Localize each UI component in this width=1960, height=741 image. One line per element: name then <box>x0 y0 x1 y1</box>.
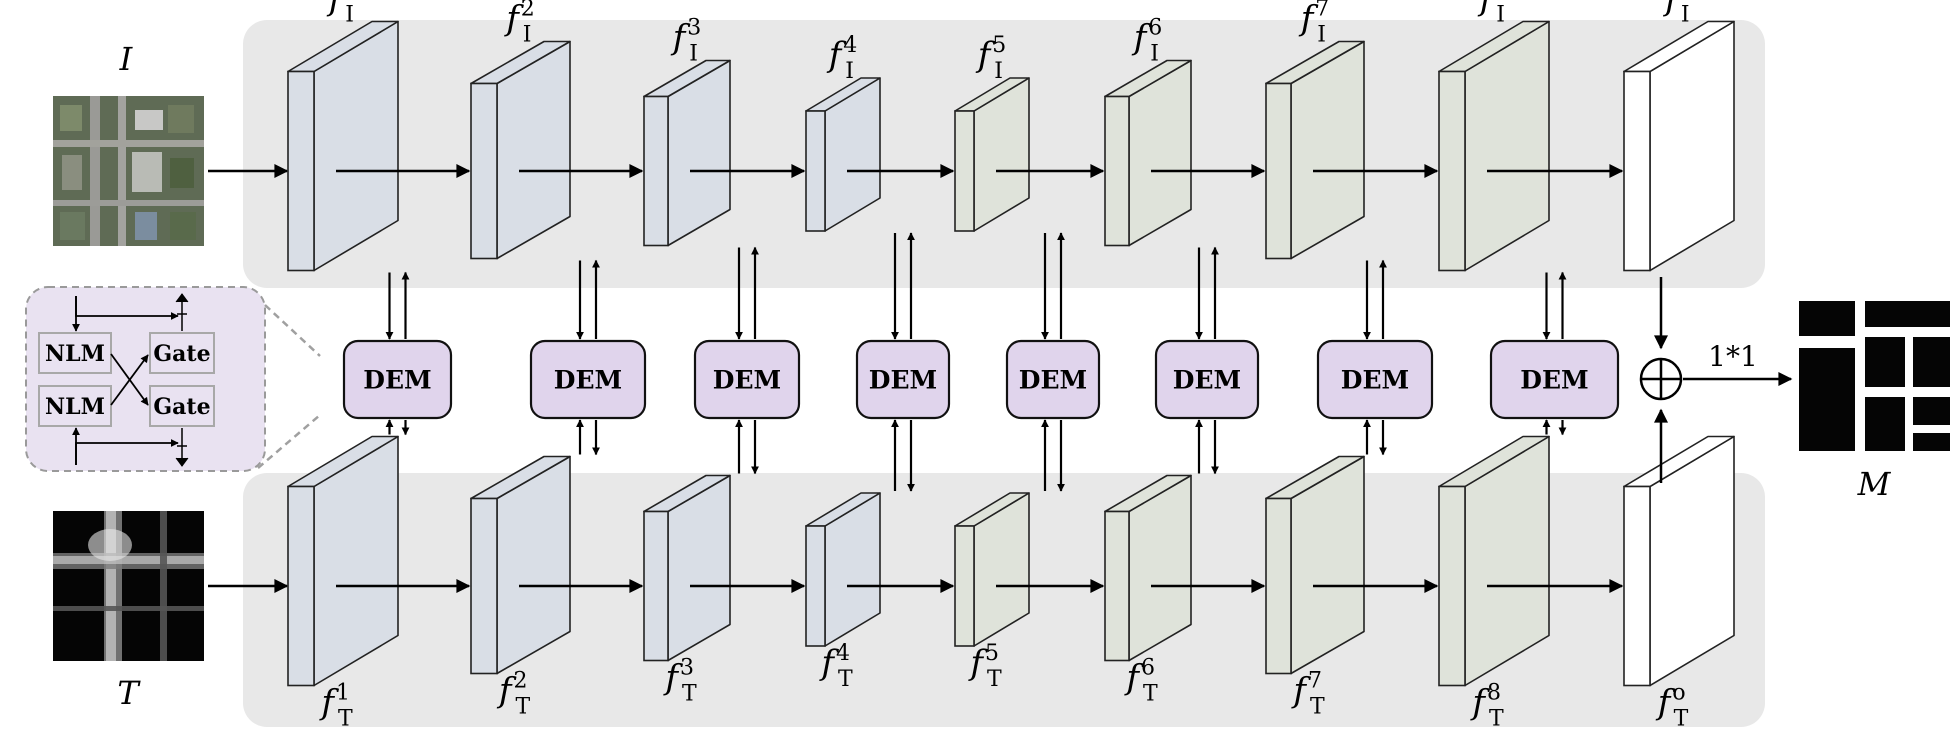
dem-module-5: DEM <box>1005 339 1101 420</box>
dem-module-3: DEM <box>693 339 801 420</box>
output-road-mask <box>1799 301 1950 451</box>
input-satellite-image <box>53 96 204 246</box>
fusion-head: 1*1 <box>1639 277 1793 483</box>
nlm-box-top <box>38 332 112 374</box>
output-label: M <box>1857 465 1892 503</box>
image-feature-block-8: f8I <box>1438 0 1550 272</box>
dem-label-2: DEM <box>554 366 622 395</box>
dem-label-1: DEM <box>363 366 431 395</box>
dem-label-6: DEM <box>1173 366 1241 395</box>
image-feature-block-9: foI <box>1623 0 1735 272</box>
gate-box-top <box>149 332 215 374</box>
image-feature-block-1: f1I <box>287 0 399 272</box>
dem-module-8: DEM <box>1489 339 1620 420</box>
dem-module-6: DEM <box>1154 339 1260 420</box>
nlm-label-top: NLM <box>45 341 105 367</box>
input-trajectory-map <box>53 511 204 661</box>
dem-module-2: DEM <box>529 339 647 420</box>
conv-label: 1*1 <box>1708 340 1758 373</box>
dem-label-3: DEM <box>713 366 781 395</box>
nlm-box-bottom <box>38 385 112 427</box>
dem-module-4: DEM <box>855 339 951 420</box>
gate-box-bottom <box>149 385 215 427</box>
dem-module-7: DEM <box>1316 339 1434 420</box>
dem-label-7: DEM <box>1341 366 1409 395</box>
dem-label-5: DEM <box>1019 366 1087 395</box>
dem-detail-inset: NLM NLM Gate Gate <box>25 286 321 472</box>
input-trajectory-label: T <box>117 674 141 712</box>
dem-label-8: DEM <box>1520 366 1588 395</box>
input-image-label: I <box>119 40 134 78</box>
gate-label-top: Gate <box>153 341 210 367</box>
nlm-label-bottom: NLM <box>45 394 105 420</box>
gate-label-bottom: Gate <box>153 394 210 420</box>
dem-label-4: DEM <box>869 366 937 395</box>
dem-module-1: DEM <box>342 339 453 420</box>
